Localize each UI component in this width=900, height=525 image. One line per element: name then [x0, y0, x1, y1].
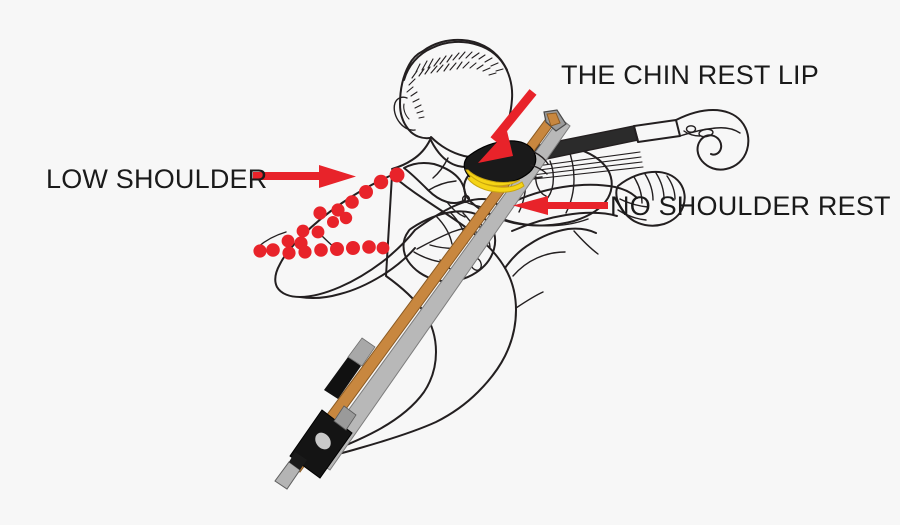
violin-scroll-group	[675, 109, 750, 171]
shoulder-dot	[330, 242, 344, 256]
shoulder-dot	[266, 243, 280, 257]
shoulder-dot	[389, 167, 405, 183]
shoulder-dot	[331, 203, 345, 217]
label-no-shoulder-rest: NO SHOULDER REST	[610, 191, 891, 221]
shoulder-dot	[296, 224, 310, 238]
arrow-chin-rest-lip	[478, 89, 537, 163]
bow-group	[274, 109, 571, 490]
shoulder-dot	[345, 195, 359, 209]
shoulder-dot	[327, 216, 339, 228]
shoulder-dot	[359, 185, 373, 199]
label-chin-rest-lip: THE CHIN REST LIP	[561, 60, 819, 90]
label-low-shoulder: LOW SHOULDER	[46, 164, 268, 194]
shoulder-dot	[362, 240, 376, 254]
shoulder-dot	[311, 225, 325, 239]
shoulder-dot	[313, 206, 327, 220]
shoulder-dot	[373, 174, 389, 190]
chin-rest-group	[463, 140, 549, 193]
shoulder-dot	[314, 243, 328, 257]
shoulder-dot	[253, 244, 267, 258]
arrow-no-shoulder-rest	[513, 196, 608, 215]
hair-texture	[406, 51, 504, 119]
left-hand-group	[615, 170, 686, 227]
head-group	[391, 38, 514, 179]
shoulder-dot	[346, 241, 360, 255]
shoulder-dot	[339, 211, 353, 225]
shoulder-dot	[298, 245, 312, 259]
shoulder-dot	[281, 234, 295, 248]
shoulder-dot	[376, 241, 390, 255]
shoulder-dot	[282, 246, 296, 260]
arrow-low-shoulder	[253, 165, 356, 188]
